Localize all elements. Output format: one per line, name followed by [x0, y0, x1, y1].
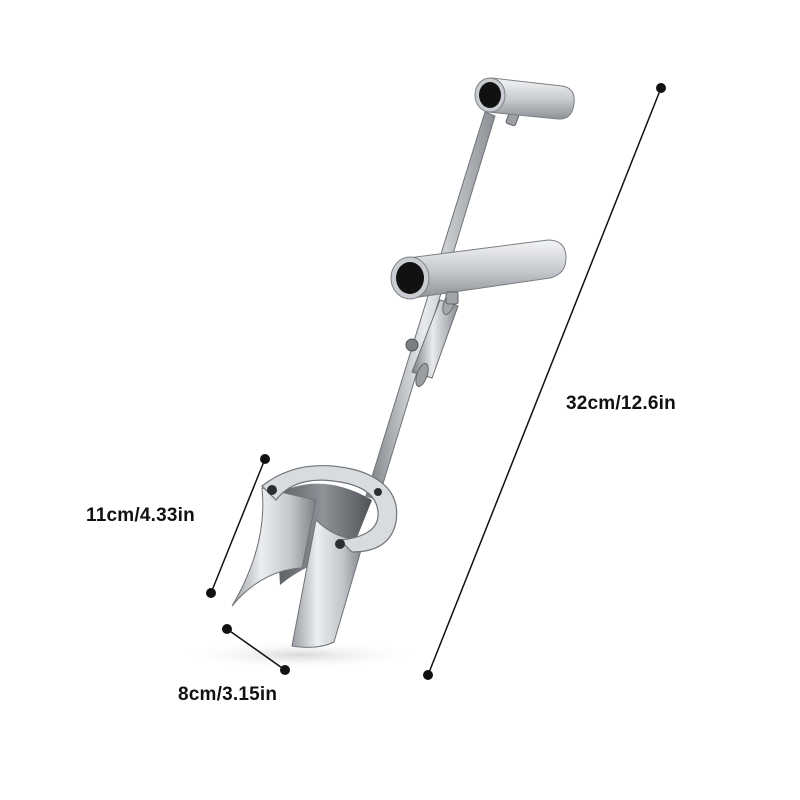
top-handle [474, 77, 575, 120]
middle-handle [390, 239, 567, 305]
ground-shadow [180, 641, 420, 669]
height-dimension-label: 32cm/12.6in [566, 393, 676, 414]
dimension-line-width [222, 624, 290, 675]
dimension-line-depth [206, 454, 270, 598]
blade-width-dimension-label: 8cm/3.15in [178, 684, 278, 705]
blade-length-dimension-label: 11cm/4.33in [86, 505, 195, 526]
dimension-line-height [423, 83, 666, 680]
planter-blade [231, 465, 398, 648]
tool-shaft [365, 107, 521, 501]
